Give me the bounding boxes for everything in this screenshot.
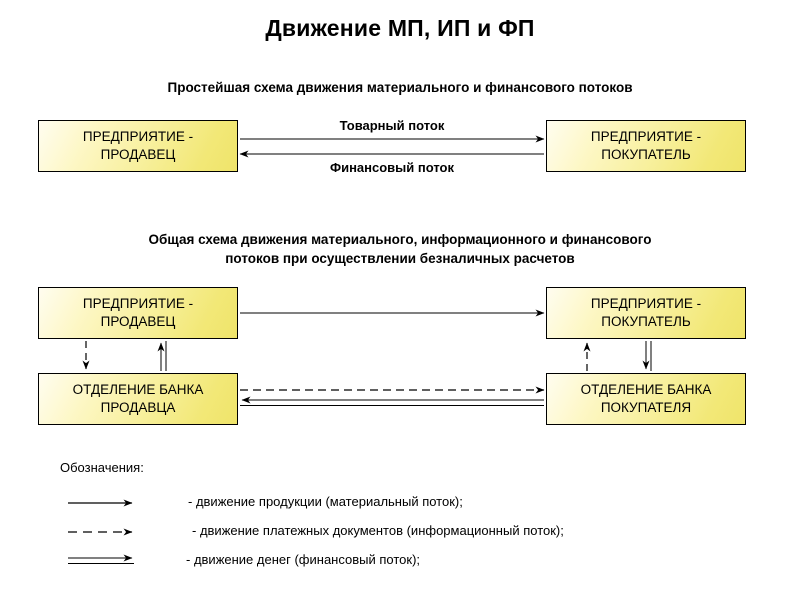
node-enterprise-seller-full[interactable]: ПРЕДПРИЯТИЕ - ПРОДАВЕЦ [38,287,238,339]
diagram-2-subtitle: Общая схема движения материального, инфо… [60,230,740,268]
flow-label-money: Финансовый поток [329,160,454,175]
legend-item-label: - движение денег (финансовый поток); [186,552,421,567]
node-enterprise-seller-simple[interactable]: ПРЕДПРИЯТИЕ - ПРОДАВЕЦ [38,120,238,172]
node-bank-branch-seller[interactable]: ОТДЕЛЕНИЕ БАНКА ПРОДАВЦА [38,373,238,425]
legend-item-label: - движение платежных документов (информа… [192,523,564,538]
page-title: Движение МП, ИП и ФП [265,15,535,41]
single-line-arrow-icon [68,499,133,507]
legend-title: Обозначения: [60,460,144,475]
node-bank-branch-buyer[interactable]: ОТДЕЛЕНИЕ БАНКА ПОКУПАТЕЛЯ [546,373,746,425]
legend-item-label: - движение продукции (материальный поток… [188,494,463,509]
node-enterprise-buyer-simple[interactable]: ПРЕДПРИЯТИЕ - ПОКУПАТЕЛЬ [546,120,746,172]
diagram-1-subtitle: Простейшая схема движения материального … [167,80,633,95]
legend-item-information-flow: - движение платежных документов (информа… [60,519,760,545]
node-enterprise-buyer-full[interactable]: ПРЕДПРИЯТИЕ - ПОКУПАТЕЛЬ [546,287,746,339]
legend-item-financial-flow: - движение денег (финансовый поток); [60,548,760,574]
legend-item-material-flow: - движение продукции (материальный поток… [60,490,760,516]
diagram-2-subtitle-line-2: потоков при осуществлении безналичных ра… [225,251,575,266]
double-line-arrow-icon [68,554,134,565]
flow-label-goods: Товарный поток [339,118,445,133]
dashed-line-arrow-icon [68,528,133,536]
diagram-2-subtitle-line-1: Общая схема движения материального, инфо… [148,232,652,247]
